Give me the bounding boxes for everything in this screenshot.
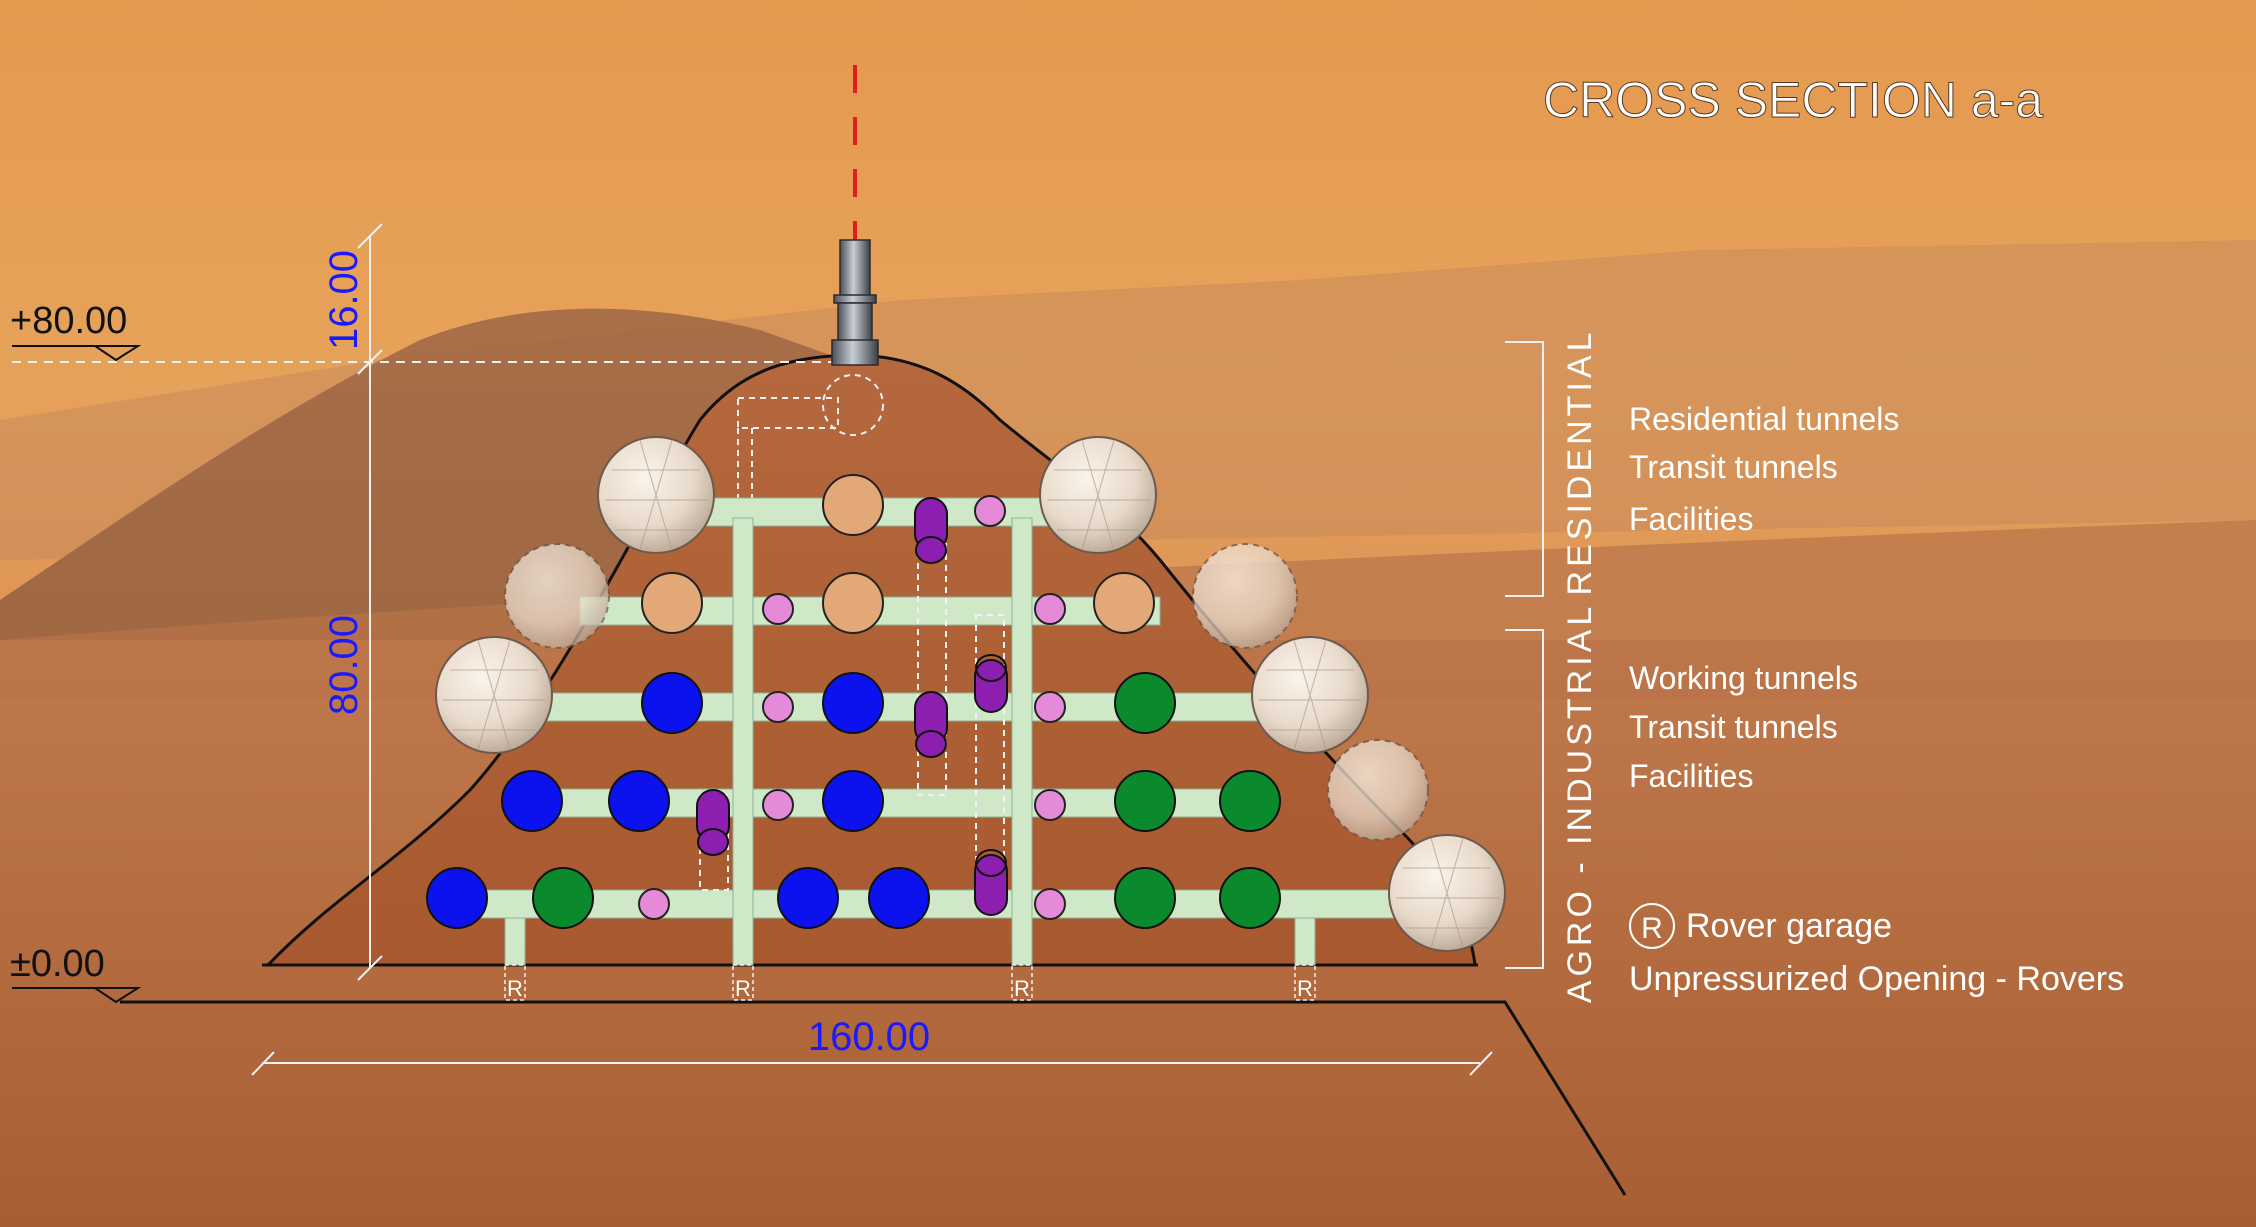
residential-rooms — [641, 474, 1155, 634]
elevation-marker-top: +80.00 — [10, 300, 142, 362]
legend-residential-transit: Transit tunnels — [1629, 449, 1838, 485]
agri-rooms — [532, 672, 1281, 929]
rover-marker-3: R — [1014, 976, 1030, 1001]
height-label: 80.00 — [322, 615, 366, 715]
facility-nodes — [638, 495, 1066, 920]
surface-tower — [831, 239, 879, 366]
elevation-ground-label: ±0.00 — [10, 943, 105, 985]
garage-shaft-4 — [1294, 917, 1316, 966]
legend-industrial-facilities: Facilities — [1629, 758, 1753, 794]
working-rooms — [426, 672, 930, 929]
height-dimension — [357, 223, 383, 981]
elevation-marker-ground: ±0.00 — [10, 943, 142, 1004]
elevators — [696, 497, 1008, 916]
width-label: 160.00 — [808, 1015, 930, 1059]
dome-8 — [1327, 739, 1429, 841]
top-service-outline — [737, 374, 884, 500]
dome-7 — [1192, 543, 1298, 649]
legend: Residential tunnels Transit tunnels Faci… — [1629, 401, 2124, 998]
rover-marker-4: R — [1297, 976, 1313, 1001]
transit-shaft-right — [1011, 517, 1033, 966]
zone-brackets — [1505, 341, 1544, 969]
legend-unpressurized-opening: Unpressurized Opening - Rovers — [1629, 960, 2124, 998]
rover-symbol-circle — [1629, 903, 1675, 949]
top-height-label: 16.00 — [322, 250, 366, 350]
rover-marker-2: R — [735, 976, 751, 1001]
transit-shaft-left — [732, 517, 754, 966]
diagram-title: CROSS SECTION a-a — [1543, 72, 2043, 128]
legend-residential-tunnels: Residential tunnels — [1629, 401, 1899, 437]
ground-section-line — [120, 1000, 1627, 1196]
rover-marker-1: R — [507, 976, 523, 1001]
legend-rover-garage: Rover garage — [1686, 907, 1892, 945]
legend-industrial-transit: Transit tunnels — [1629, 709, 1838, 745]
dome-lattice — [443, 439, 1499, 949]
dome-6 — [504, 543, 610, 649]
zone-residential-label: RESIDENTIAL — [1561, 329, 1599, 596]
elevation-top-label: +80.00 — [10, 300, 127, 342]
legend-rover-symbol: R — [1641, 912, 1663, 945]
garage-shaft-1 — [504, 917, 526, 966]
zone-industrial-label: AGRO - INDUSTRIAL — [1561, 603, 1599, 1003]
legend-residential-facilities: Facilities — [1629, 501, 1753, 537]
rover-garages — [504, 964, 1316, 1001]
legend-working-tunnels: Working tunnels — [1629, 660, 1858, 696]
width-dimension — [251, 1051, 1493, 1076]
